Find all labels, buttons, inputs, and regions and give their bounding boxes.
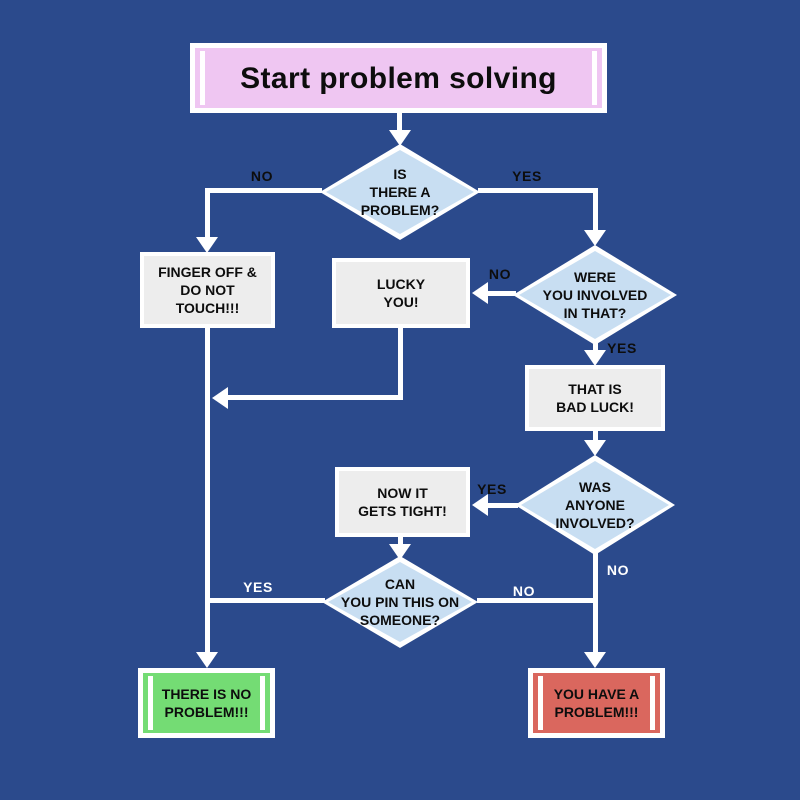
connector-pin-yes-left [205, 598, 325, 603]
edge-label-no: NO [488, 266, 512, 282]
terminator-label: THERE IS NO PROBLEM!!! [161, 685, 252, 720]
decision-was-anyone-involved: WAS ANYONE INVOLVED? [515, 455, 675, 555]
start-terminator: Start problem solving [190, 43, 607, 113]
start-label: Start problem solving [240, 61, 557, 95]
arrowhead-into-anyone-decision [584, 440, 606, 456]
connector-start-down [397, 113, 402, 135]
decision-label: CAN YOU PIN THIS ON SOMEONE? [340, 575, 460, 629]
connector-yes-down [593, 188, 598, 234]
arrowhead-lucky-merge [212, 387, 228, 409]
decision-is-there-a-problem: IS THERE A PROBLEM? [320, 144, 480, 240]
terminator-bar-right [650, 676, 655, 730]
arrowhead-into-involved-decision [584, 230, 606, 246]
edge-label-no: NO [606, 562, 630, 578]
terminator-bar-left [538, 676, 543, 730]
edge-label-no: NO [512, 583, 536, 599]
terminator-no-problem: THERE IS NO PROBLEM!!! [138, 668, 275, 738]
arrowhead-into-lucky-you [472, 282, 488, 304]
connector-yes-right [478, 188, 598, 193]
process-label: FINGER OFF & DO NOT TOUCH!!! [158, 263, 257, 317]
terminator-bar-left [200, 51, 205, 105]
connector-involved-yes [593, 343, 598, 353]
terminator-bar-left [148, 676, 153, 730]
arrowhead-into-problem-decision [389, 130, 411, 146]
edge-label-yes: YES [243, 579, 273, 595]
arrowhead-into-gets-tight [472, 494, 488, 516]
arrowhead-into-pin-decision [389, 544, 411, 560]
arrowhead-into-no-problem [196, 652, 218, 668]
process-label: LUCKY YOU! [376, 275, 426, 310]
process-label: NOW IT GETS TIGHT! [358, 484, 447, 519]
connector-badluck-down [593, 431, 598, 443]
decision-label: IS THERE A PROBLEM? [360, 165, 440, 219]
decision-label: WERE YOU INVOLVED IN THAT? [542, 268, 648, 322]
process-gets-tight: NOW IT GETS TIGHT! [335, 467, 470, 537]
arrowhead-into-bad-luck [584, 350, 606, 366]
connector-left-main-down [205, 328, 210, 656]
connector-lucky-down [398, 328, 403, 400]
edge-label-yes: YES [512, 168, 542, 184]
process-bad-luck: THAT IS BAD LUCK! [525, 365, 665, 431]
process-label: THAT IS BAD LUCK! [556, 380, 634, 415]
edge-label-yes: YES [607, 340, 637, 356]
connector-involved-no [486, 291, 516, 296]
terminator-bar-right [592, 51, 597, 105]
terminator-have-problem: YOU HAVE A PROBLEM!!! [528, 668, 665, 738]
connector-anyone-yes [486, 503, 518, 508]
connector-no-left [205, 188, 322, 193]
terminator-bar-right [260, 676, 265, 730]
arrowhead-into-have-problem [584, 652, 606, 668]
decision-pin-on-someone: CAN YOU PIN THIS ON SOMEONE? [322, 556, 478, 648]
connector-tight-down [398, 537, 403, 547]
connector-pin-no-right [477, 598, 598, 603]
decision-label: WAS ANYONE INVOLVED? [555, 478, 635, 532]
connector-no-down [205, 188, 210, 240]
terminator-label: YOU HAVE A PROBLEM!!! [553, 685, 640, 720]
arrowhead-into-finger-off [196, 237, 218, 253]
process-lucky-you: LUCKY YOU! [332, 258, 470, 328]
edge-label-yes: YES [477, 481, 507, 497]
connector-lucky-left [226, 395, 403, 400]
process-finger-off: FINGER OFF & DO NOT TOUCH!!! [140, 252, 275, 328]
decision-were-you-involved: WERE YOU INVOLVED IN THAT? [513, 245, 677, 345]
edge-label-no: NO [250, 168, 274, 184]
